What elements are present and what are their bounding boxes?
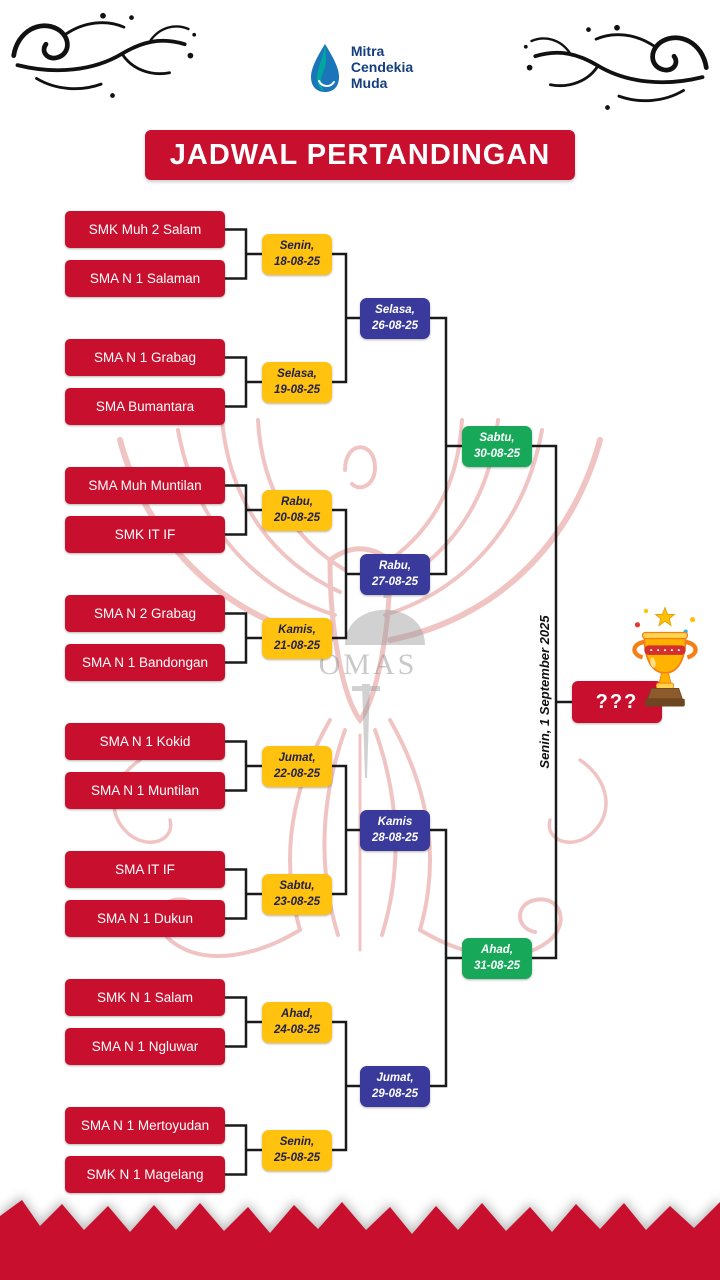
center-watermark-text: OMAS <box>319 648 418 681</box>
team-box: SMA N 1 Kokid <box>65 723 225 760</box>
match-day: Senin, <box>279 239 315 252</box>
match-date: 31-08-25 <box>473 960 521 972</box>
match-date: 23-08-25 <box>273 896 321 908</box>
team-box: SMK Muh 2 Salam <box>65 211 225 248</box>
match-date: 29-08-25 <box>371 1088 419 1100</box>
final-date-vertical: Senin, 1 September 2025 <box>536 615 552 769</box>
match-date-box: Kamis, 21-08-25 <box>262 617 332 659</box>
match-day: Kamis <box>377 815 413 828</box>
match-date-box: Rabu, 20-08-25 <box>262 489 332 531</box>
match-date: 28-08-25 <box>371 832 419 844</box>
logo-drop-icon <box>310 44 339 92</box>
team-box: SMA N 1 Salaman <box>65 260 225 297</box>
team-box: SMA IT IF <box>65 851 225 888</box>
match-day: Rabu, <box>379 559 411 572</box>
team-box: SMA N 1 Grabag <box>65 339 225 376</box>
team-box: SMA N 1 Bandongan <box>65 644 225 681</box>
match-day: Selasa, <box>375 303 415 316</box>
match-date: 26-08-25 <box>371 320 419 332</box>
trophy-icon <box>632 606 698 707</box>
torn-paper-edge <box>0 1200 720 1280</box>
team-box: SMA N 2 Grabag <box>65 595 225 632</box>
match-date: 30-08-25 <box>473 448 521 460</box>
team-box: SMK N 1 Magelang <box>65 1156 225 1193</box>
logo: Mitra Cendekia Muda <box>0 42 720 94</box>
match-date-box: Rabu, 27-08-25 <box>360 553 430 595</box>
match-date-box: Kamis 28-08-25 <box>360 809 430 851</box>
team-box: SMK IT IF <box>65 516 225 553</box>
match-day: Selasa, <box>277 367 317 380</box>
match-day: Rabu, <box>281 495 313 508</box>
title-banner: JADWAL PERTANDINGAN <box>145 130 575 180</box>
flourish-right-icon <box>523 24 709 110</box>
match-day: Ahad, <box>281 1007 313 1020</box>
team-box: SMA N 1 Muntilan <box>65 772 225 809</box>
team-box: SMK N 1 Salam <box>65 979 225 1016</box>
logo-text-line1: Mitra <box>350 43 385 60</box>
team-box: SMA Muh Muntilan <box>65 467 225 504</box>
match-date: 24-08-25 <box>273 1024 321 1036</box>
team-box: SMA N 1 Dukun <box>65 900 225 937</box>
team-box: SMA N 1 Mertoyudan <box>65 1107 225 1144</box>
page-title: JADWAL PERTANDINGAN <box>169 138 551 171</box>
match-date-box: Ahad, 24-08-25 <box>262 1001 332 1043</box>
match-date: 27-08-25 <box>371 576 419 588</box>
center-watermark: OMAS <box>319 585 425 778</box>
match-date: 19-08-25 <box>273 384 321 396</box>
match-day: Sabtu, <box>279 879 315 892</box>
match-date: 18-08-25 <box>273 256 321 268</box>
match-date: 25-08-25 <box>273 1152 321 1164</box>
match-day: Kamis, <box>278 623 316 636</box>
match-day: Sabtu, <box>479 431 515 444</box>
match-date-box: Ahad, 31-08-25 <box>462 937 532 979</box>
match-date-box: Senin, 18-08-25 <box>262 233 332 275</box>
match-day: Jumat, <box>278 751 316 764</box>
match-date-box: Selasa, 26-08-25 <box>360 297 430 339</box>
match-date-box: Jumat, 29-08-25 <box>360 1065 430 1107</box>
match-date-box: Selasa, 19-08-25 <box>262 361 332 403</box>
match-date-box: Jumat, 22-08-25 <box>262 745 332 787</box>
team-box: SMA N 1 Ngluwar <box>65 1028 225 1065</box>
match-day: Senin, <box>279 1135 315 1148</box>
logo-text-line3: Muda <box>350 74 388 91</box>
logo-text: Mitra Cendekia Muda <box>351 44 413 91</box>
logo-text-line2: Cendekia <box>350 59 414 76</box>
flourish-left-icon <box>11 12 197 98</box>
champion-placeholder: ??? <box>595 690 639 713</box>
match-date: 20-08-25 <box>273 512 321 524</box>
match-date: 22-08-25 <box>273 768 321 780</box>
match-day: Jumat, <box>376 1071 414 1084</box>
match-date: 21-08-25 <box>273 640 321 652</box>
match-date-box: Senin, 25-08-25 <box>262 1129 332 1171</box>
match-day: Ahad, <box>481 943 513 956</box>
team-box: SMA Bumantara <box>65 388 225 425</box>
match-date-box: Sabtu, 23-08-25 <box>262 873 332 915</box>
match-date-box: Sabtu, 30-08-25 <box>462 425 532 467</box>
